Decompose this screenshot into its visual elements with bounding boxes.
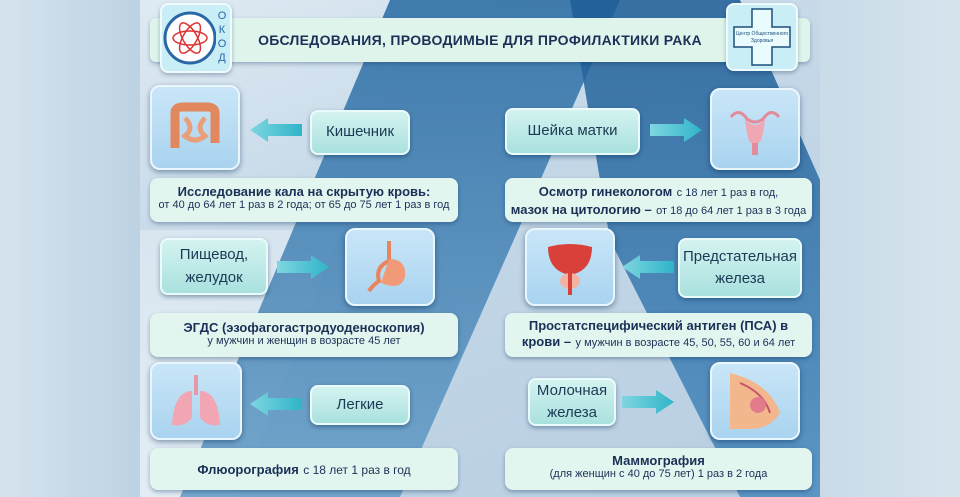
intestine-image (150, 85, 240, 170)
exam-card-intestine: Исследование кала на скрытую кровь: от 4… (150, 178, 458, 222)
arrow-right-icon (650, 118, 702, 142)
svg-text:Центр Общественного: Центр Общественного (736, 31, 788, 37)
svg-text:Здоровья: Здоровья (751, 38, 774, 44)
page-title: ОБСЛЕДОВАНИЯ, ПРОВОДИМЫЕ ДЛЯ ПРОФИЛАКТИК… (150, 18, 810, 62)
stomach-image (345, 228, 435, 306)
exam-card-stomach: ЭГДС (эзофагогастродуоденоскопия) у мужч… (150, 313, 458, 357)
organ-label-stomach: Пищевод, желудок (160, 238, 268, 295)
exam-card-prostate: Простатспецифический антиген (ПСА) в кро… (505, 313, 812, 357)
arrow-right-icon (622, 390, 674, 414)
lungs-image (150, 362, 242, 440)
okod-logo: ОКОД (160, 3, 232, 73)
breast-image (710, 362, 800, 440)
exam-card-breast: Маммография (для женщин с 40 до 75 лет) … (505, 448, 812, 490)
organ-label-intestine: Кишечник (310, 110, 410, 155)
arrow-right-icon (277, 255, 329, 279)
uterus-image (710, 88, 800, 170)
organ-label-lungs: Легкие (310, 385, 410, 425)
organ-label-prostate: Предстательная железа (678, 238, 802, 298)
exam-card-cervix: Осмотр гинекологом с 18 лет 1 раз в год,… (505, 178, 812, 222)
organ-label-breast: Молочная железа (528, 378, 616, 426)
organ-label-cervix: Шейка матки (505, 108, 640, 155)
prostate-image (525, 228, 615, 306)
exam-card-lungs: Флюорография с 18 лет 1 раз в год (150, 448, 458, 490)
arrow-left-icon (250, 118, 302, 142)
arrow-left-icon (250, 392, 302, 416)
okod-logo-text: ОКОД (217, 10, 227, 64)
arrow-left-icon (622, 255, 674, 279)
